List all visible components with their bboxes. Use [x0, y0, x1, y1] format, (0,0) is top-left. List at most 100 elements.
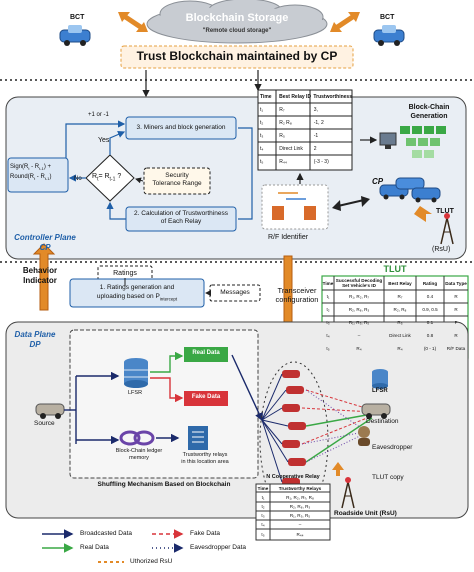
cloud-subtitle: "Remote cloud storage"	[202, 28, 272, 34]
legend-authorized: Uthorized RsU	[130, 558, 173, 565]
banner-box	[120, 45, 354, 69]
bct-left-label: BCT	[70, 14, 85, 21]
broadcast-lines	[261, 373, 289, 483]
table-row: t₂ R₂ R₈ -1, 2	[260, 119, 324, 126]
trust-table-grid	[257, 89, 353, 171]
destination-label: Destination	[366, 418, 399, 425]
bct-left-car-icon	[59, 25, 91, 46]
table-row: t₃ R₅ -1	[260, 132, 319, 139]
eavesdropper-icon	[358, 426, 370, 446]
step3-box	[125, 116, 237, 140]
cp-cars-icon	[379, 177, 441, 203]
relay-to-destination-lines	[301, 389, 373, 463]
sign-round-box	[7, 157, 69, 193]
bc-generation-label: Block-Chain Generation	[408, 104, 450, 120]
tlut-table-header: Time Successful Decoding Set Vehicle's I…	[322, 278, 467, 288]
decision-text: Rt= Rt-1 ?	[92, 173, 122, 183]
cp-orange-arrow	[414, 206, 432, 222]
table-row: t₄–	[261, 522, 302, 527]
rsu-orange-arrow	[332, 462, 344, 476]
cp-label: CP	[372, 177, 384, 186]
banner-title: Trust Blockchain maintained by CP	[136, 49, 338, 63]
yes-label: Yes	[98, 137, 110, 144]
rsu-bottom-label: Roadside Unit (RsU)	[334, 510, 397, 517]
legend-lines	[42, 529, 184, 563]
source-car-icon	[35, 403, 65, 419]
chain-link-icon	[119, 430, 155, 446]
lfsr-right-label: LFSR	[372, 388, 388, 394]
lfsr-database-icon	[124, 358, 148, 388]
legend-fake: Fake Data	[190, 530, 220, 537]
ncoop-table-header: Time Trustworthy Relays	[257, 485, 322, 491]
tlut-table: Time Successful Decoding Set Vehicle's I…	[322, 276, 468, 355]
real-data-box	[184, 347, 228, 362]
behavior-indicator-label: Behavior Indicator	[22, 266, 58, 285]
messages-label: Messages	[220, 289, 250, 296]
transceiver-config-label: Transceiver configuration	[275, 286, 319, 304]
eavesdropper-label: Eavesdropper	[372, 444, 413, 451]
rsu-tower-icon	[440, 213, 454, 245]
cloud-title: Blockchain Storage	[185, 12, 289, 24]
bct-right-label: BCT	[380, 14, 395, 21]
no-label: No	[74, 176, 82, 182]
source-label: Source	[34, 420, 55, 427]
ncoop-table-grid	[255, 483, 331, 541]
lfsr-right-icon	[372, 369, 388, 389]
legend-eavesdropper: Eavesdropper Data	[190, 544, 247, 551]
trust-table-header: Time Best Relay ID Trustworthiness	[260, 93, 352, 100]
sign-round-text: Sign(Rt - Rt-1) +Round(Rt - Rt-1)	[10, 164, 52, 182]
tlut-title: TLUT	[383, 264, 407, 274]
security-range-box	[143, 167, 211, 195]
legend-real: Real Data	[80, 544, 109, 551]
table-row: t₅ R₄₄ (-3 - 3)	[260, 158, 329, 165]
bct-right-car-icon	[373, 25, 405, 46]
rf-cp-double-arrow	[332, 196, 370, 211]
rsu-bottom-tower-icon	[341, 477, 355, 509]
destination-car-icon	[361, 403, 391, 419]
step1-box	[69, 278, 205, 308]
trust-table: Time Best Relay ID Trustworthiness t₁ R₇…	[258, 90, 352, 168]
bct-link-left-arrow	[118, 12, 148, 32]
tlut-label: TLUT	[436, 208, 454, 215]
trustworthy-relays-document-icon	[188, 426, 208, 450]
ratings-label: Ratings	[113, 270, 137, 277]
computer-icon	[379, 132, 397, 149]
behavior-indicator-arrow	[32, 243, 56, 311]
fake-data-label: Fake Data	[191, 394, 221, 400]
table-row: t₄ Direct Link 2	[260, 145, 317, 152]
rf-identifier-icon	[261, 184, 329, 230]
messages-box	[209, 284, 261, 302]
rsu-label: (RsU)	[432, 246, 451, 253]
rf-identifier-label: R/F Identifier	[268, 234, 309, 241]
legend-broadcasted: Broadcasted Data	[80, 530, 133, 537]
shuffling-label: Shuffling Mechanism Based on Blockchain	[97, 481, 231, 488]
table-row: t₁ R₇ 3,	[260, 106, 318, 113]
ncoop-title: N Cooperative Relay	[266, 474, 320, 480]
decision-diamond	[85, 154, 135, 202]
bct-link-right-arrow	[330, 12, 360, 32]
fake-data-box	[184, 391, 228, 406]
real-data-label: Real Data	[192, 350, 220, 356]
feedback-label: +1 or -1	[88, 112, 109, 118]
lfsr-label: LFSR	[128, 390, 143, 396]
step3-text: 3. Miners and block generation	[136, 124, 226, 131]
cloud-icon	[146, 0, 328, 44]
